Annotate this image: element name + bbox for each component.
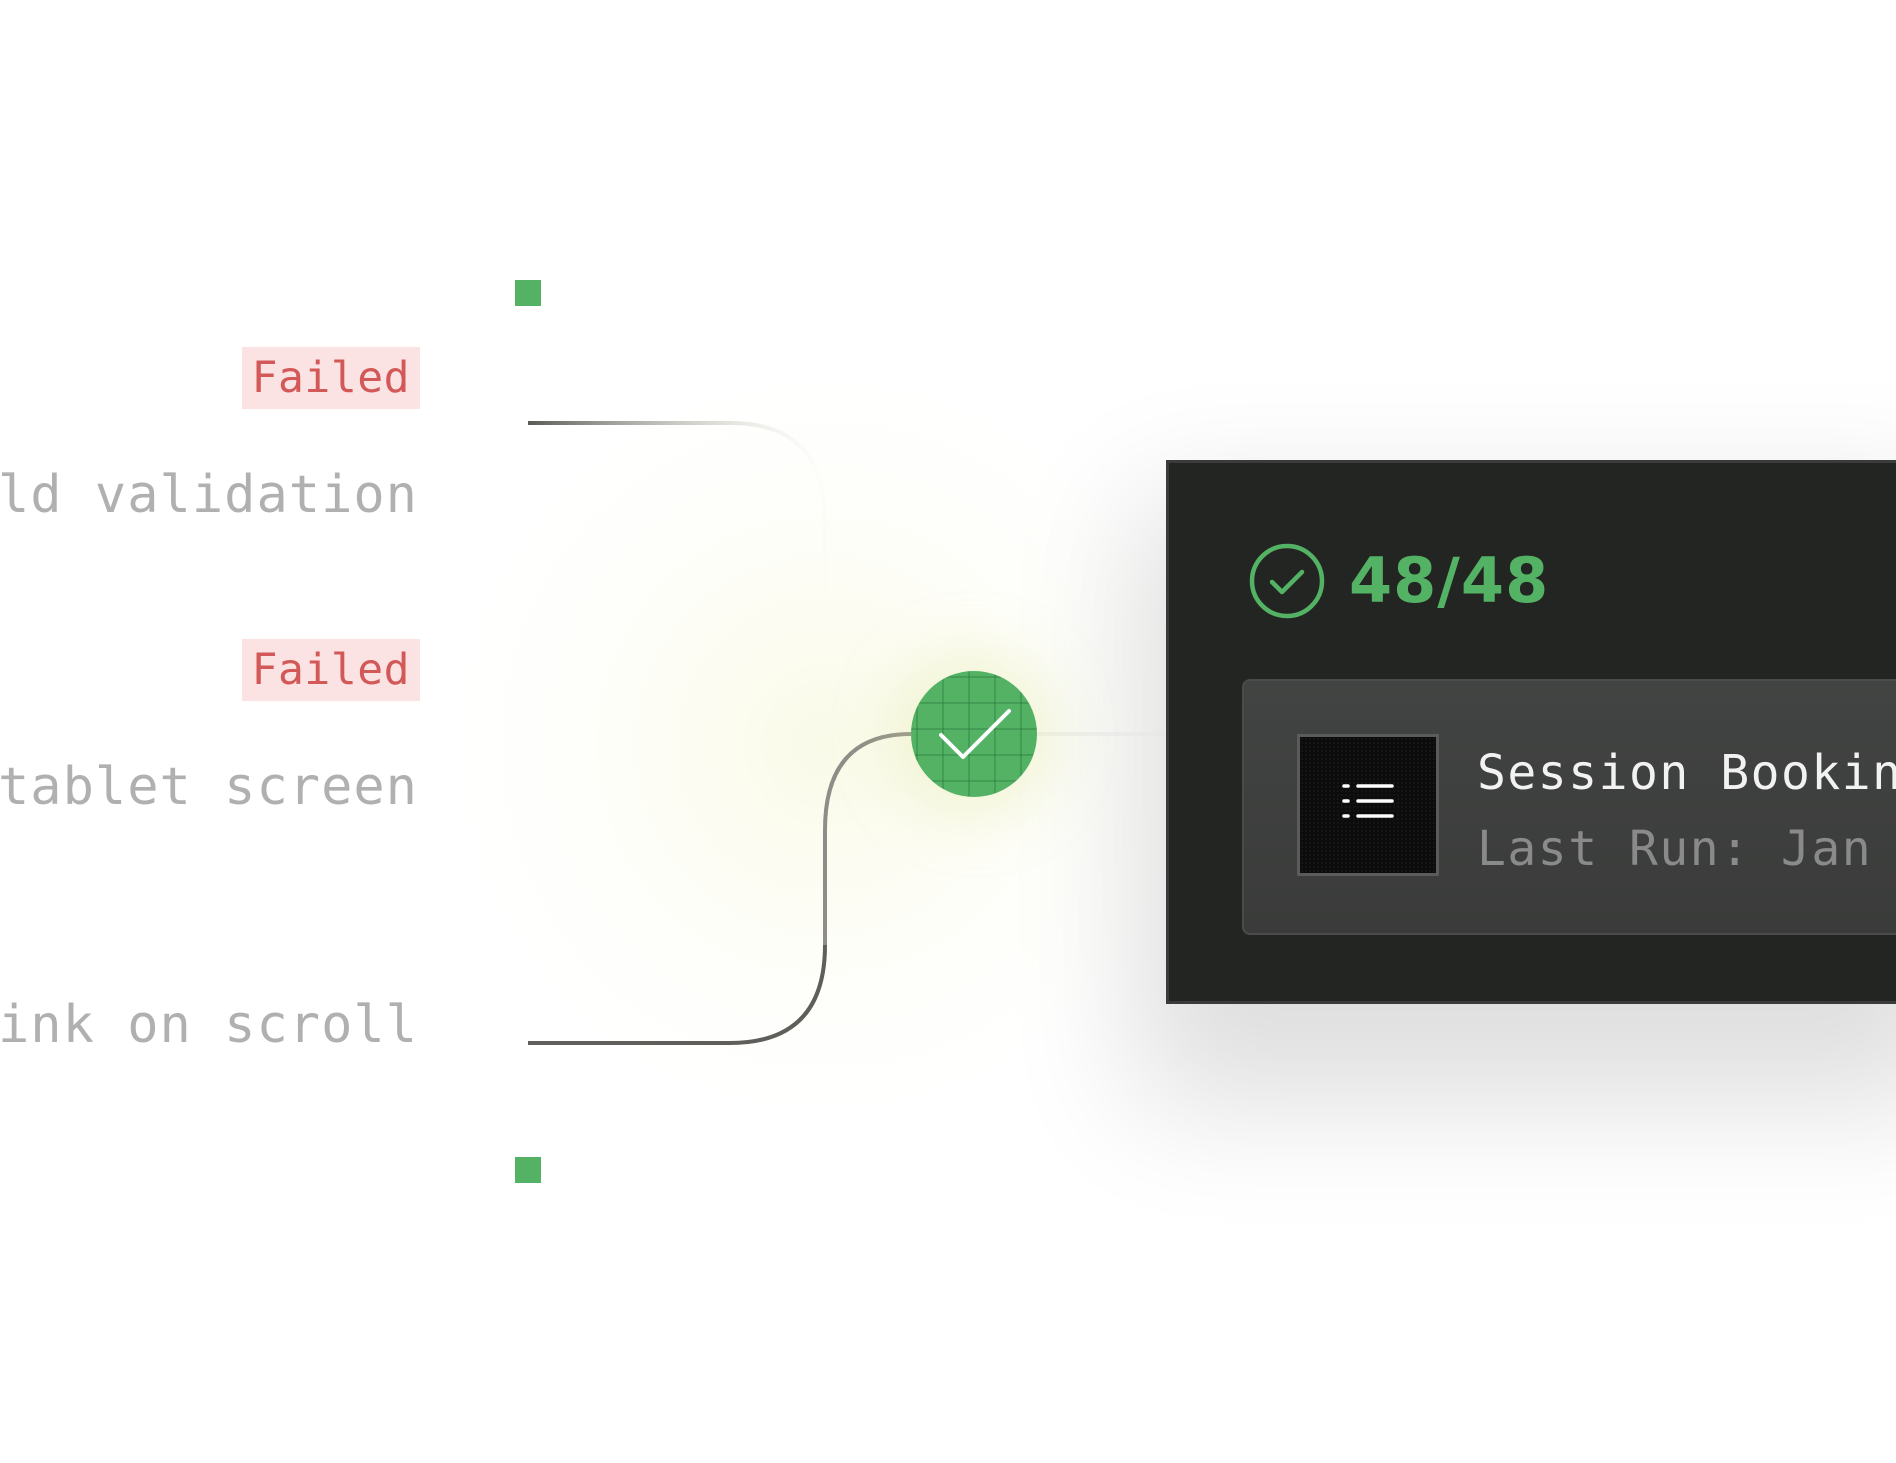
test-label: ink on scroll [0,995,418,1055]
end-marker [515,1157,541,1183]
results-summary: 48/48 [1249,543,1549,619]
start-marker [515,280,541,306]
check-icon [939,709,1011,759]
test-label: ld validation [0,465,418,525]
suite-title: Session Bookin [1477,745,1896,801]
suite-last-run: Last Run: Jan [1477,821,1873,877]
wire-bottom [528,944,827,1045]
test-suite-card[interactable]: Session Bookin Last Run: Jan [1242,679,1896,935]
status-badge-failed: Failed [241,639,420,701]
wire-top [528,421,827,590]
test-label: tablet screen [0,757,418,817]
merge-node[interactable] [911,671,1037,797]
list-icon [1342,784,1394,818]
status-badge-failed: Failed [241,347,420,409]
check-circle-icon [1249,543,1325,619]
passed-count: 48/48 [1349,544,1550,617]
results-panel: 48/48 Session Bookin Last Run: Jan [1166,460,1896,1004]
suite-thumbnail [1297,734,1439,876]
wire-middle [823,732,912,945]
